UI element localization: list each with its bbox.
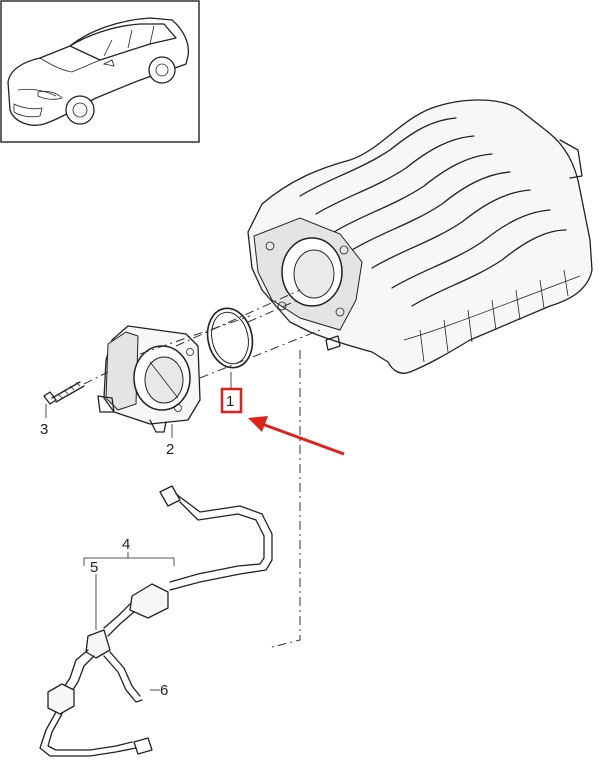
callout-2: 2 <box>166 441 174 458</box>
highlight-box <box>220 387 243 414</box>
highlight-annotation <box>220 387 345 456</box>
callout-6: 6 <box>160 682 168 699</box>
callout-5: 5 <box>90 559 98 576</box>
vacuum-hose-assembly <box>39 485 273 757</box>
gasket-o-ring <box>206 307 254 369</box>
highlight-arrow-line <box>261 422 345 456</box>
callout-3: 3 <box>40 421 48 438</box>
assembly-lines <box>83 289 321 649</box>
callout-labels: 1 2 3 4 5 6 <box>40 372 234 699</box>
throttle-body <box>97 325 201 433</box>
vehicle-thumbnail <box>0 0 200 143</box>
bolt <box>43 381 85 405</box>
group-bracket-4 <box>83 552 175 691</box>
callout-1: 1 <box>226 393 234 410</box>
car-icon <box>7 17 190 126</box>
callout-4: 4 <box>122 536 130 553</box>
intake-manifold <box>247 99 593 374</box>
highlight-arrow-head <box>248 416 268 432</box>
